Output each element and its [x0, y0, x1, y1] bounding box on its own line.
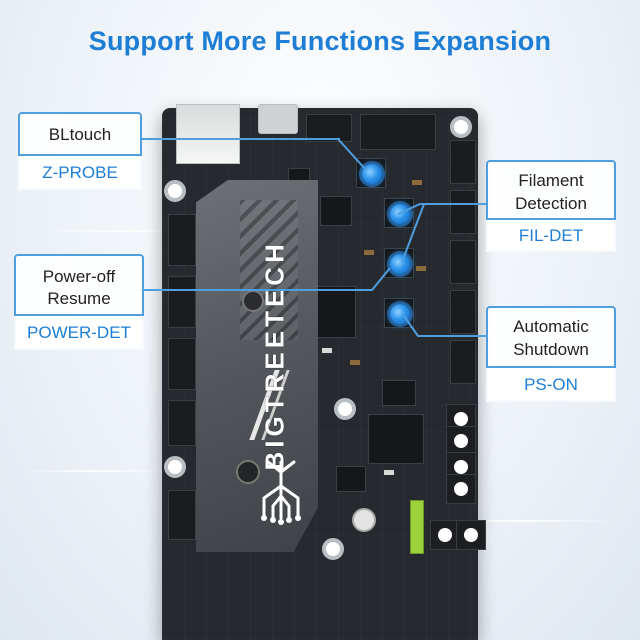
callout-label-line1: Filament	[518, 171, 584, 190]
heatsink	[196, 180, 318, 552]
motor-connector	[168, 276, 196, 328]
mounting-hole	[334, 398, 356, 420]
callout-label-line2: Detection	[515, 194, 587, 213]
smd-component	[412, 180, 422, 185]
usb-port	[258, 104, 298, 134]
callout-shutdown: Automatic Shutdown PS-ON	[486, 306, 616, 402]
smd-component	[416, 266, 426, 271]
callout-label-line2: Resume	[47, 289, 111, 308]
capacitor	[352, 508, 376, 532]
mounting-hole	[450, 116, 472, 138]
motor-connector	[168, 400, 196, 446]
endstop-connector	[450, 140, 476, 184]
screw-terminal	[430, 520, 460, 550]
callout-label: BLtouch	[48, 125, 112, 144]
mosfet-chip	[382, 380, 416, 406]
screw-terminal	[456, 520, 486, 550]
mounting-hole	[322, 538, 344, 560]
exp-header	[306, 114, 352, 142]
page-title: Support More Functions Expansion	[88, 26, 552, 56]
motor-connector	[168, 214, 196, 266]
light-streak	[420, 520, 620, 522]
brand-tree-logo	[246, 456, 316, 528]
callout-tag: FIL-DET	[486, 218, 616, 252]
smd-component	[384, 470, 394, 475]
motor-connector	[168, 338, 196, 390]
heatsink-screw	[236, 460, 260, 484]
callout-power-off: Power-off Resume POWER-DET	[14, 254, 144, 350]
mounting-hole	[164, 180, 186, 202]
smd-component	[364, 250, 374, 255]
regulator-chip	[320, 196, 352, 226]
screw-terminal	[446, 474, 476, 504]
callout-label-line2: Shutdown	[513, 340, 589, 359]
callout-tag: Z-PROBE	[18, 154, 142, 190]
exp-header	[360, 114, 436, 150]
endstop-connector	[450, 340, 476, 384]
callout-tag: POWER-DET	[14, 314, 144, 350]
motor-connector	[168, 490, 196, 540]
callout-filament: Filament Detection FIL-DET	[486, 160, 616, 252]
smd-component	[350, 360, 360, 365]
sd-card-slot	[176, 104, 240, 164]
fuse	[410, 500, 424, 554]
mounting-hole	[164, 456, 186, 478]
callout-label-line1: Power-off	[42, 267, 116, 286]
light-streak	[20, 470, 170, 472]
endstop-connector	[450, 190, 476, 234]
small-chip	[336, 466, 366, 492]
powerdet-highlight	[390, 254, 410, 274]
callout-bltouch: BLtouch Z-PROBE	[18, 112, 142, 190]
heatsink-fins	[240, 200, 298, 340]
smd-component	[322, 348, 332, 353]
light-streak	[40, 230, 220, 232]
zprobe-highlight	[362, 164, 382, 184]
callout-label-line1: Automatic	[513, 317, 589, 336]
endstop-connector	[450, 240, 476, 284]
callout-tag: PS-ON	[486, 366, 616, 402]
driver-chip	[368, 414, 424, 464]
endstop-connector	[450, 290, 476, 334]
